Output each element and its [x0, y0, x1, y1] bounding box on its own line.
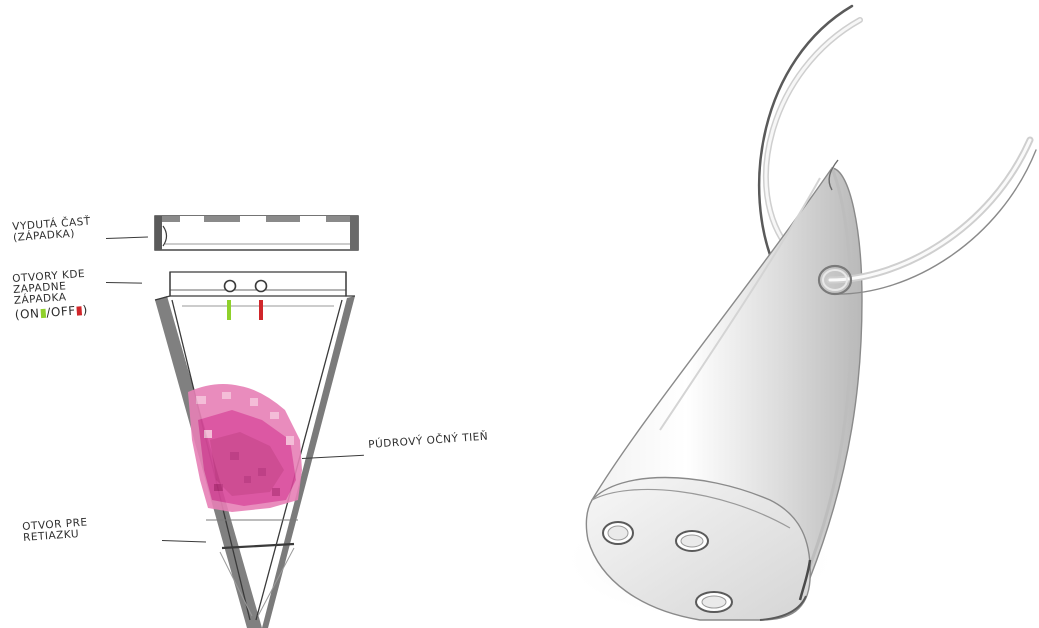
- cap-piece: [155, 216, 358, 250]
- off-indicator: [259, 300, 263, 320]
- powder-fill: [188, 384, 302, 512]
- chain-label: OTVOR PRE RETIAZKU: [22, 517, 89, 544]
- on-swatch: [40, 309, 46, 318]
- on-label: ON: [20, 306, 40, 321]
- holes-label: OTVORY KDE ZAPADNE ZÁPADKA (ON/OFF): [12, 269, 88, 321]
- pendant-render: [560, 6, 1036, 620]
- off-swatch: [76, 306, 82, 315]
- off-label: OFF: [50, 304, 76, 320]
- on-indicator: [227, 300, 231, 320]
- legend-paren-close: ): [82, 303, 88, 317]
- cross-section-sketch: [155, 216, 358, 628]
